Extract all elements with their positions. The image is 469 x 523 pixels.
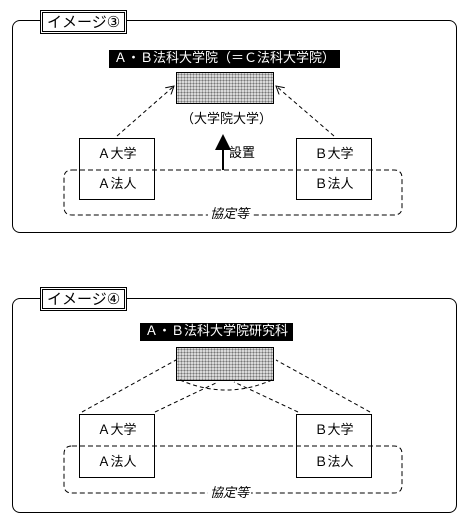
image4-univ-a-corp: Ａ法人 [97, 455, 137, 470]
image4-tag: イメージ④ [40, 287, 128, 311]
image4-univ-b-name: Ｂ大学 [314, 423, 354, 438]
image4-univ-a-name: Ａ大学 [97, 423, 137, 438]
image4-heading: Ａ・Ｂ法科大学院研究科 [140, 323, 294, 341]
image4-agreement-enclosure [63, 445, 403, 494]
image3-univ-b-name: Ｂ大学 [314, 147, 354, 162]
image3-graduate-school-box [176, 72, 274, 104]
image3-univ-a-box: Ａ大学 Ａ法人 [79, 138, 155, 200]
image3-arrow-a-to-school [116, 86, 174, 137]
image3-heading: Ａ・Ｂ法科大学院（＝Ｃ法科大学院） [109, 50, 341, 68]
image3-caption: （大学院大学） [181, 112, 273, 127]
image3-panel [12, 20, 457, 233]
image4-bottom-curve [179, 379, 273, 391]
image4-agreement-label-cover: 協定等 [208, 486, 252, 502]
image3-univ-a-name: Ａ大学 [97, 147, 137, 162]
image4-research-dept-box [176, 347, 274, 381]
image4-panel [12, 298, 457, 513]
image4-line-b-left [233, 381, 299, 413]
image3-univ-a-corp: Ａ法人 [97, 177, 137, 192]
image3-agreement-label-cover: 協定等 [208, 207, 252, 223]
image3-univ-b-corp: Ｂ法人 [314, 177, 354, 192]
image3-univ-b-box: Ｂ大学 Ｂ法人 [296, 138, 372, 200]
image3-arrow-b-to-school [276, 86, 335, 137]
image4-line-b-right [275, 359, 371, 413]
image3-establish-label: 設置 [229, 146, 256, 161]
image4-univ-b-corp: Ｂ法人 [314, 455, 354, 470]
image4-line-a-left [81, 359, 177, 413]
image3-agreement-enclosure [63, 169, 403, 216]
image4-line-a-right [154, 381, 219, 413]
image3-tag: イメージ③ [40, 10, 128, 34]
